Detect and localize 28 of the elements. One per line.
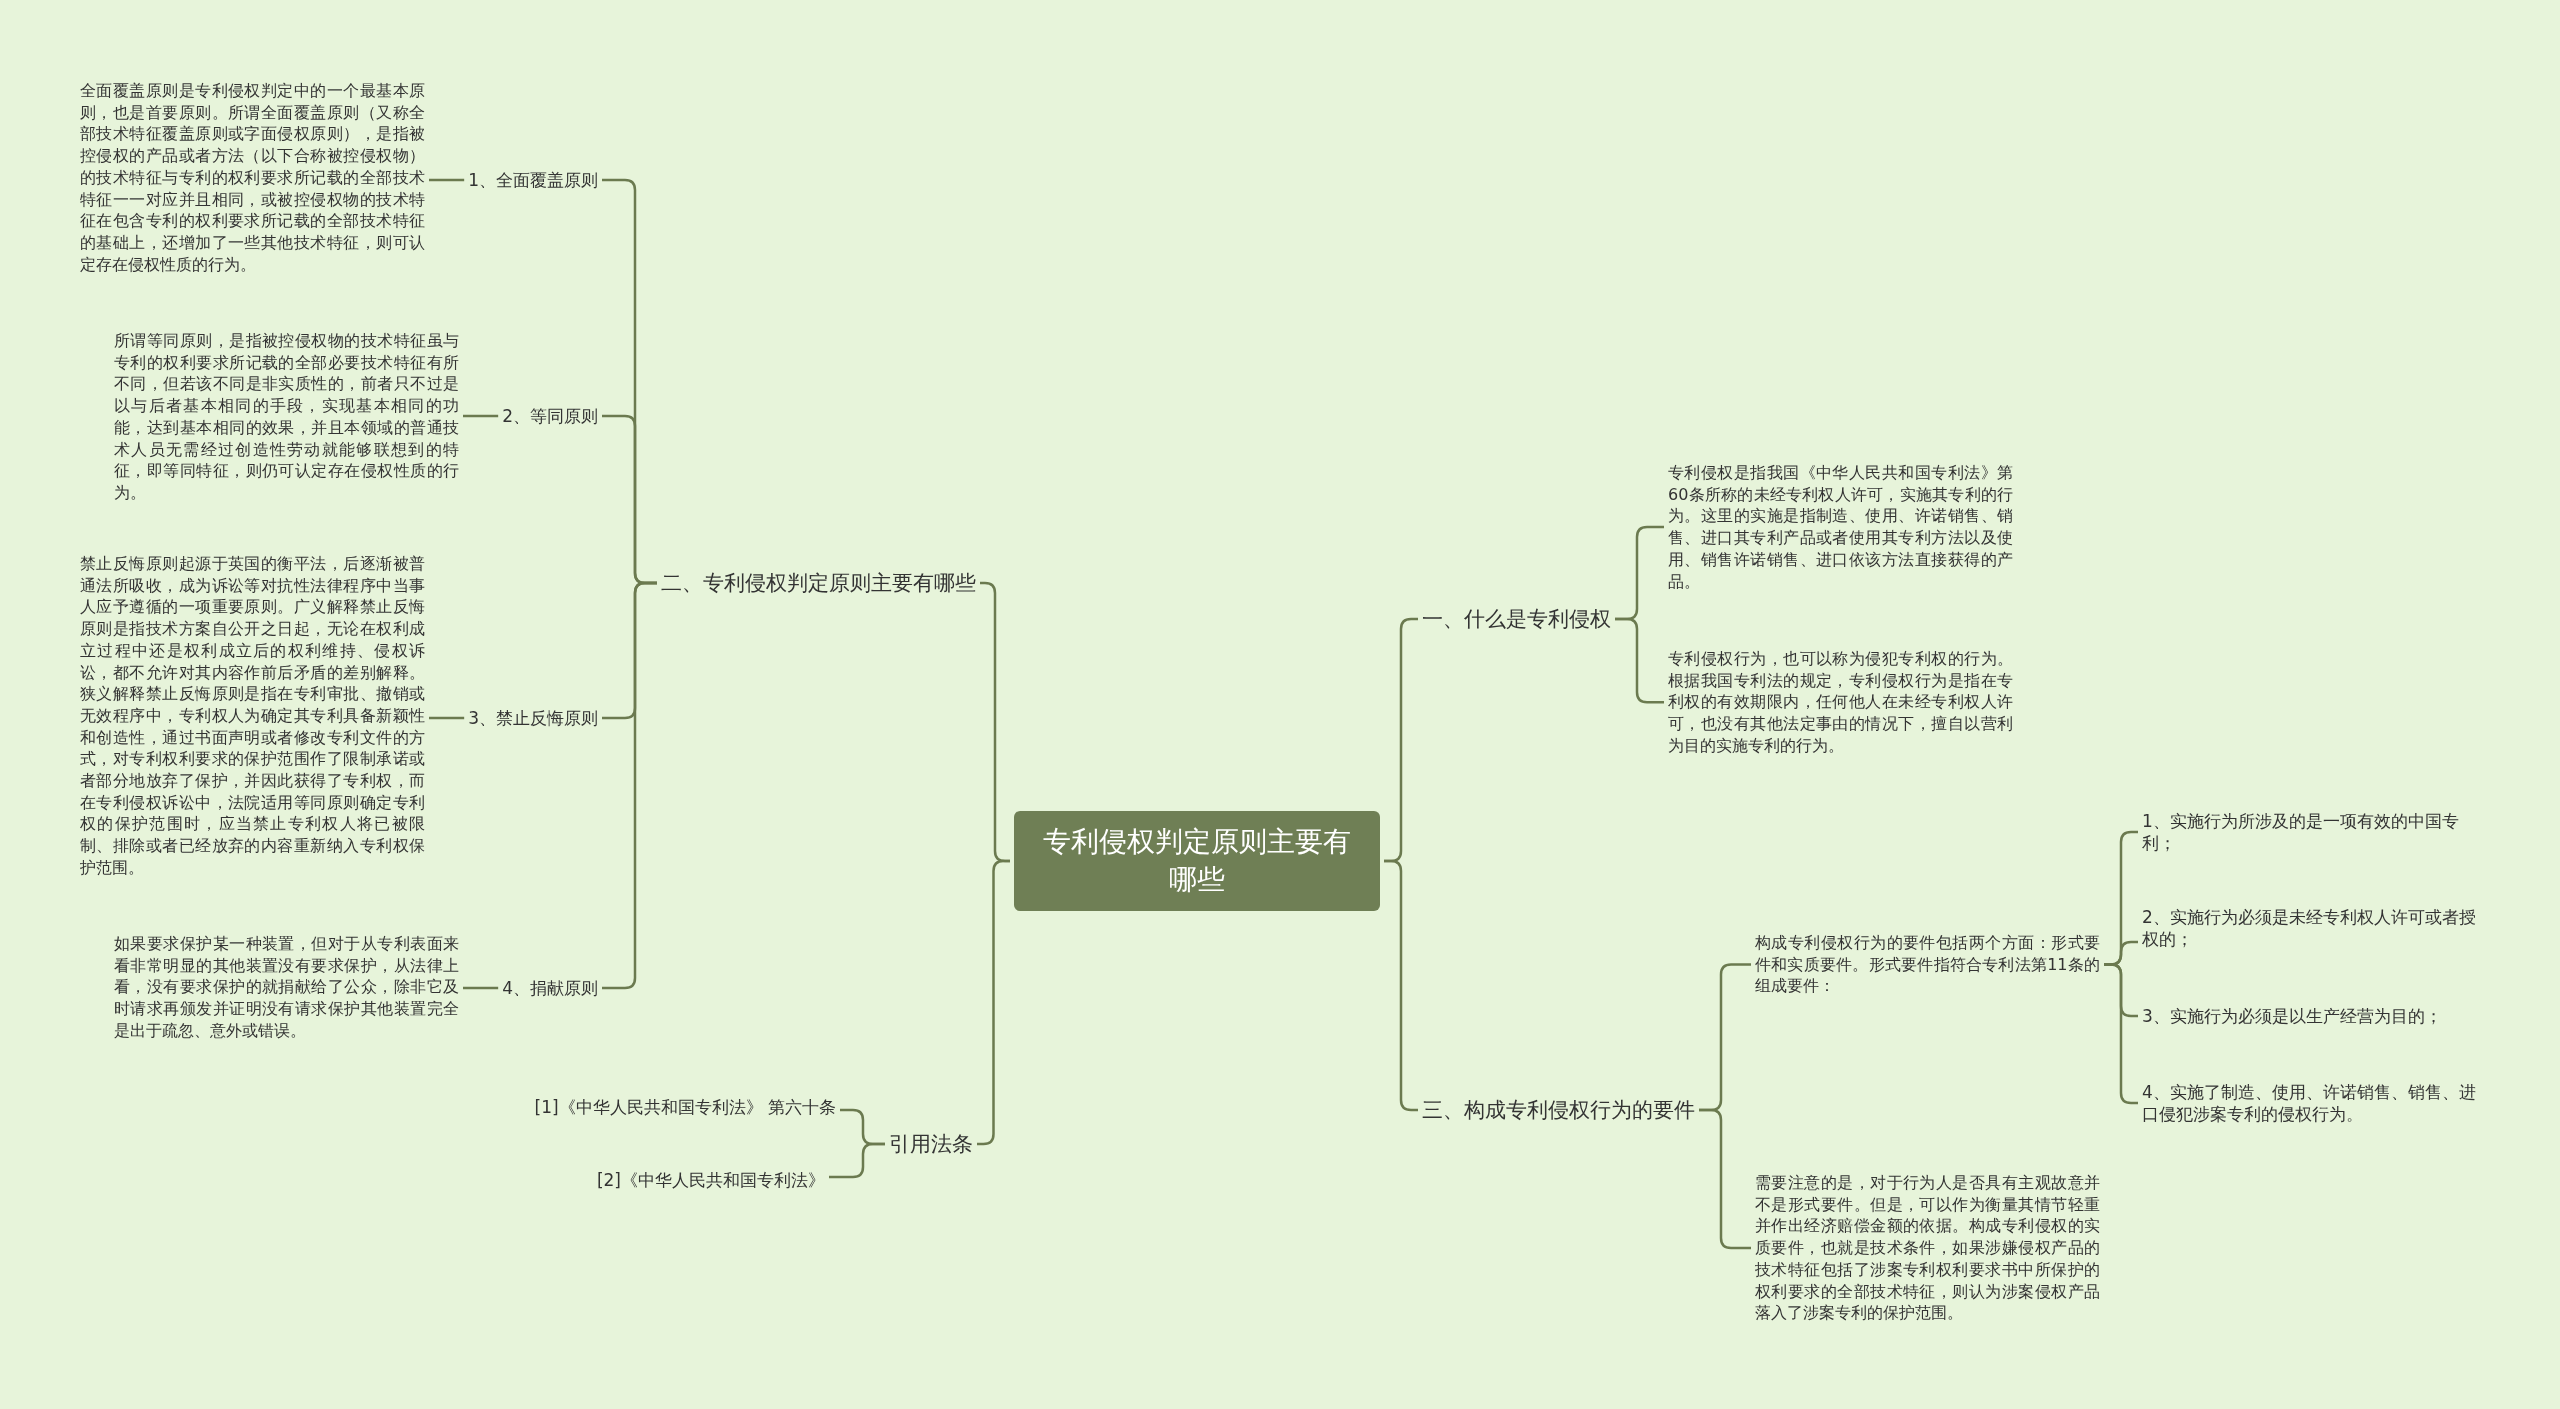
subtopic-text: 2、实施行为必须是未经专利权人许可或者授权的； bbox=[2142, 906, 2477, 950]
description-text: 全面覆盖原则是专利侵权判定中的一个最基本原则，也是首要原则。所谓全面覆盖原则（又称全部技术特征覆盖原则或字面侵权原则），是指被控侵权的产品或者方法（以下合称被控侵权物）的技术特征与专利的权利要求所记载的全部技术特征一一对应并且相同，或被控侵权物的技术特征在包含专利的权利要求所记载的全部技术特征的基础上，还增加了一些其他技术特征，则可认定存在侵权性质的行为。 bbox=[80, 80, 425, 276]
subtopic-text: 4、实施了制造、使用、许诺销售、销售、进口侵犯涉案专利的侵权行为。 bbox=[2142, 1081, 2477, 1125]
description-text: 如果要求保护某一种装置，但对于从专利表面来看非常明显的其他装置没有要求保护，从法律上看，没有要求保护的就捐献给了公众，除非它及时请求再颁发并证明没有请求保护其他装置完全是出于疏忽、意外或错误。 bbox=[114, 933, 459, 1042]
connector-line bbox=[429, 178, 465, 182]
description-text: 需要注意的是，对于行为人是否具有主观故意并不是形式要件。但是，可以作为衡量其情节轻重并作出经济赔偿金额的依据。构成专利侵权的实质要件，也就是技术条件，如果涉嫌侵权产品的技术特征包括了涉案专利权利要求书中所保护的权利要求的全部技术特征，则认为涉案侵权产品落入了涉案专利的保护范围。 bbox=[1755, 1172, 2100, 1324]
description-text: 禁止反悔原则起源于英国的衡平法，后逐渐被普通法所吸收，成为诉讼等对抗性法律程序中当事人应予遵循的一项重要原则。广义解释禁止反悔原则是指技术方案自公开之日起，无论在权利成立过程中还是权利成立后的权利维持、侵权诉讼，都不允许对其内容作前后矛盾的差别解释。狭义解释禁止反悔原则是指在专利审批、撤销或无效程序中，专利权人为确定其专利具备新颖性和创造性，通过书面声明或者修改专利文件的方式，对专利权利要求的保护范围作了限制承诺或者部分地放弃了保护，并因此获得了专利权，而在专利侵权诉讼中，法院适用等同原则确定专利权的保护范围时，应当禁止专利权人将已被限制、排除或者已经放弃的内容重新纳入专利权保护范围。 bbox=[80, 553, 425, 879]
subtopic-text: 3、实施行为必须是以生产经营为目的； bbox=[2142, 1005, 2477, 1027]
connector-line bbox=[829, 1142, 885, 1179]
connector-line bbox=[429, 716, 465, 720]
subtopic-text: 4、捐献原则 bbox=[502, 977, 598, 999]
connector-line bbox=[463, 414, 499, 418]
description-text: 专利侵权行为，也可以称为侵犯专利权的行为。根据我国专利法的规定，专利侵权行为是指在专利权的有效期限内，任何他人在未经专利权人许可，也没有其他法定事由的情况下，擅自以营利为目的实施专利的行为。 bbox=[1668, 648, 2013, 757]
subtopic-text: 1、全面覆盖原则 bbox=[468, 169, 598, 191]
description-text: 所谓等同原则，是指被控侵权物的技术特征虽与专利的权利要求所记载的全部必要技术特征有所不同，但若该不同是非实质性的，前者只不过是以与后者基本相同的手段，实现基本相同的功能，达到基本相同的效果，并且本领域的普通技术人员无需经过创造性劳动就能够联想到的特征，即等同特征，则仍可认定存在侵权性质的行为。 bbox=[114, 330, 459, 504]
subtopic-text: 3、禁止反悔原则 bbox=[468, 707, 598, 729]
description-text: 构成专利侵权行为的要件包括两个方面：形式要件和实质要件。形式要件指符合专利法第11条的组成要件： bbox=[1755, 932, 2100, 998]
subtopic-text: [1]《中华人民共和国专利法》 第六十条 bbox=[534, 1096, 836, 1118]
subtopic-text: [2]《中华人民共和国专利法》 bbox=[596, 1169, 825, 1191]
subtopic-text: 1、实施行为所涉及的是一项有效的中国专利； bbox=[2142, 810, 2477, 854]
branch-topic: 一、什么是专利侵权 bbox=[1422, 605, 1611, 633]
connector-line bbox=[463, 986, 499, 990]
branch-topic: 三、构成专利侵权行为的要件 bbox=[1422, 1096, 1695, 1124]
branch-topic: 二、专利侵权判定原则主要有哪些 bbox=[661, 569, 976, 597]
central-topic-box: 专利侵权判定原则主要有哪些 bbox=[1014, 811, 1380, 911]
branch-topic: 引用法条 bbox=[889, 1130, 973, 1158]
description-text: 专利侵权是指我国《中华人民共和国专利法》第60条所称的未经专利权人许可，实施其专利的行为。这里的实施是指制造、使用、许诺销售、销售、进口其专利产品或者使用其专利方法以及使用、销售许诺销售、进口依该方法直接获得的产品。 bbox=[1668, 462, 2013, 593]
subtopic-text: 2、等同原则 bbox=[502, 405, 598, 427]
